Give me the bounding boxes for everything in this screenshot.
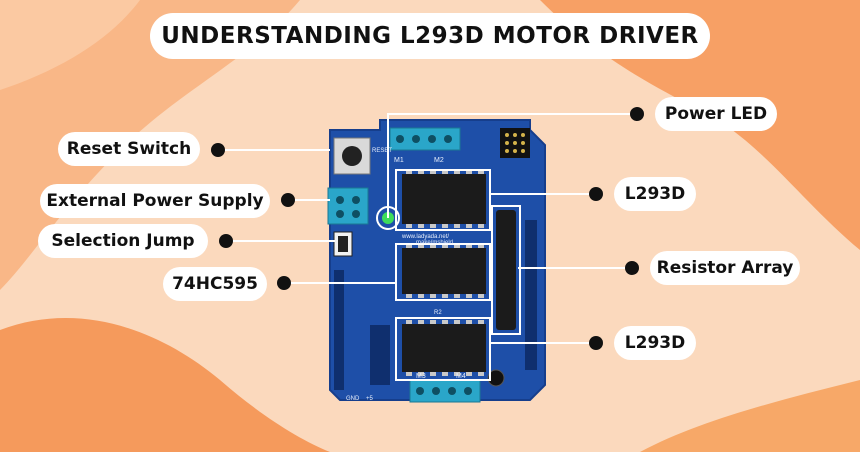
label-l293d-bottom: L293D bbox=[614, 326, 696, 360]
label-74hc595: 74HC595 bbox=[163, 267, 267, 301]
label-reset-switch: Reset Switch bbox=[58, 132, 200, 166]
label-selection-jump: Selection Jump bbox=[38, 224, 208, 258]
label-resistor-array: Resistor Array bbox=[650, 251, 800, 285]
label-power-led: Power LED bbox=[655, 97, 777, 131]
label-external-power-supply: External Power Supply bbox=[40, 184, 270, 218]
label-l293d-top: L293D bbox=[614, 177, 696, 211]
